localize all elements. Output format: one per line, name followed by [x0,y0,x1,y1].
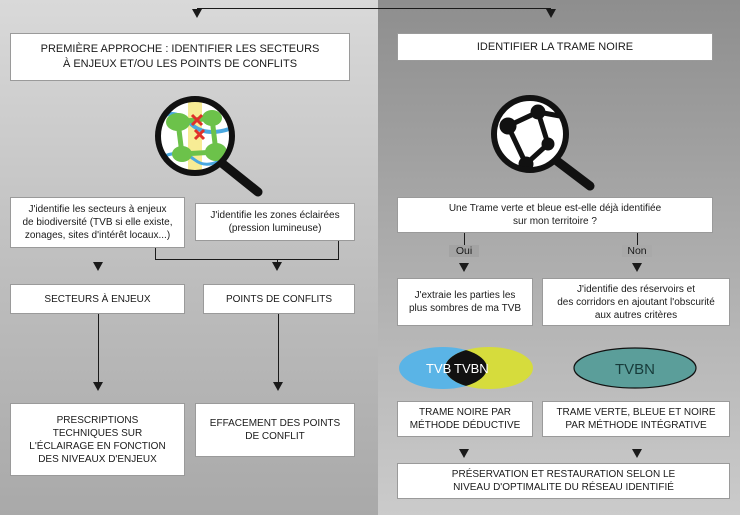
tvb-tvbn-venn: TVB TVBN [399,347,533,389]
arrow-to-removal [273,382,283,391]
biodiversity-sectors-box: J'identifie les secteurs à enjeux de bio… [10,197,185,248]
arrow-no [632,263,642,272]
arrow-deductive-down [459,449,469,458]
prescriptions-box: PRESCRIPTIONS TECHNIQUES SUR L'ÉCLAIRAGE… [10,403,185,476]
arrow-to-sectors [93,262,103,271]
identify-dark-network-box: IDENTIFIER LA TRAME NOIRE [397,33,713,61]
top-connector [197,8,551,9]
magnifier-map-icon [155,96,263,197]
connector-join [155,259,339,260]
sectors-box: SECTEURS À ENJEUX [10,284,185,314]
magnifier-network-icon [491,95,595,191]
arrow-integrative-down [632,449,642,458]
integrative-method-box: TRAME VERTE, BLEUE ET NOIRE PAR MÉTHODE … [542,401,730,437]
venn-tvb-label: TVB [426,361,451,376]
connector-left-down [155,248,156,260]
tvb-question-box: Une Trame verte et bleue est-elle déjà i… [397,197,713,233]
preservation-box: PRÉSERVATION ET RESTAURATION SELON LE NI… [397,463,730,499]
first-approach-box: PREMIÈRE APPROCHE : IDENTIFIER LES SECTE… [10,33,350,81]
right-panel [378,0,740,515]
tvbn-ellipse: TVBN [573,347,697,389]
arrow-top-left [192,9,202,18]
arrow-top-right [546,9,556,18]
connector-right-down [338,241,339,260]
label-yes: Oui [449,245,479,257]
venn-tvbn-label: TVBN [454,361,489,376]
line-sectors-down [98,314,99,384]
identify-reservoirs-box: J'identifie des réservoirs et des corrid… [542,278,730,326]
tvbn-overlap [445,347,487,389]
line-conflicts-down [278,314,279,384]
tvbn-ellipse-label: TVBN [615,361,655,378]
arrow-to-prescriptions [93,382,103,391]
arrow-yes [459,263,469,272]
extract-dark-parts-box: J'extraie les parties les plus sombres d… [397,278,533,326]
deductive-method-box: TRAME NOIRE PAR MÉTHODE DÉDUCTIVE [397,401,533,437]
conflict-points-box: POINTS DE CONFLITS [203,284,355,314]
lit-zones-box: J'identifie les zones éclairées (pressio… [195,203,355,241]
connector-to-arrow [277,259,278,263]
label-no: Non [622,245,652,257]
arrow-to-conflicts [272,262,282,271]
conflict-removal-box: EFFACEMENT DES POINTS DE CONFLIT [195,403,355,457]
